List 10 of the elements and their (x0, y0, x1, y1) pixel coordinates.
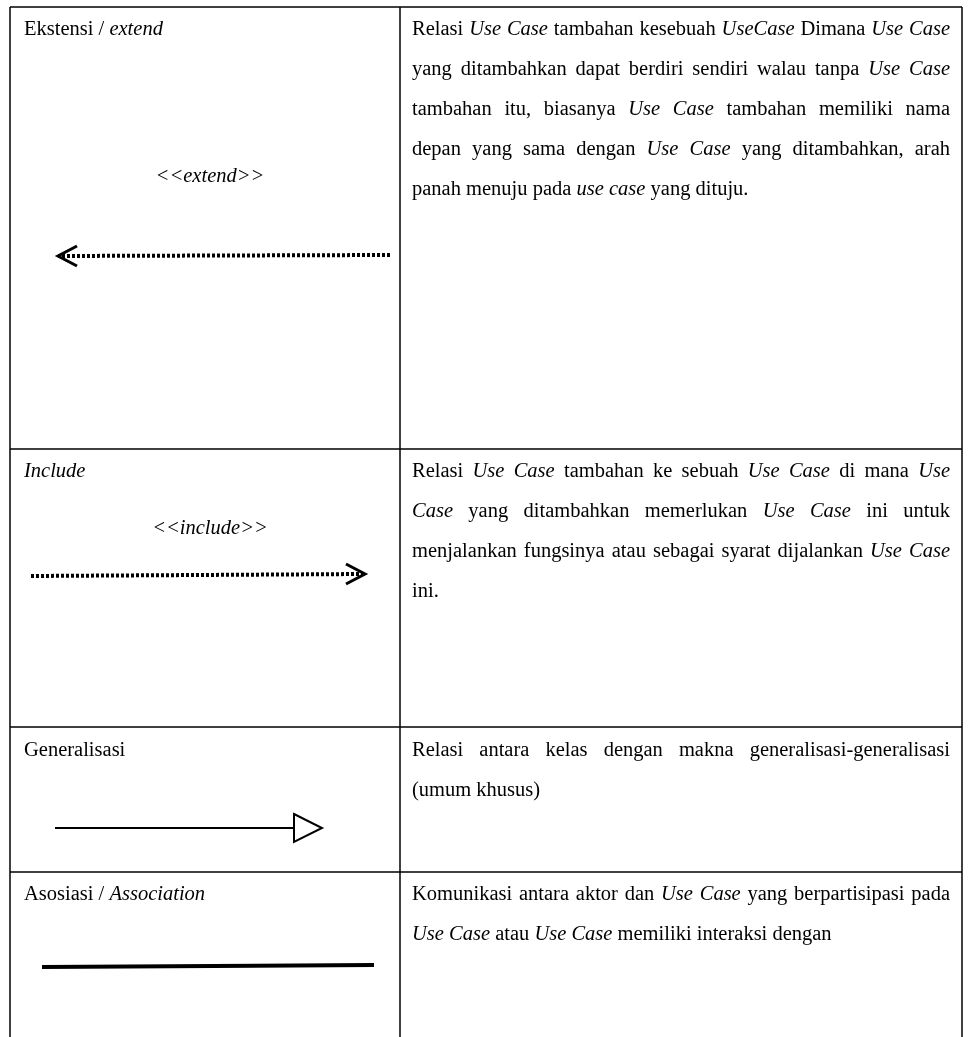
description-text: Komunikasi antara aktor dan Use Case yang berpartisipasi pada Use Case atau Use Case memiliki interaksi dengan (412, 881, 950, 947)
description-text: Relasi antara kelas dengan makna generalisasi-generalisasi (umum khusus) (412, 737, 950, 803)
description-text: Relasi Use Case tambahan ke sebuah Use Case di mana Use Case yang ditambahkan memerlukan Use Case ini untuk menjalankan fungsinya atau sebagai syarat dijalankan Use Case ini. (412, 458, 950, 603)
row-heading: Include (24, 458, 87, 483)
row-heading: Generalisasi (24, 737, 127, 762)
row-heading: Asosiasi / Association (24, 881, 207, 906)
description-text: Relasi Use Case tambahan kesebuah UseCase Dimana Use Case yang ditambahkan dapat berdiri sendiri walau tanpa Use Case tambahan itu, biasanya Use Case tambahan memiliki nama depan yang sama dengan Use Case yang ditambahkan, arah panah menuju pada use case yang dituju. (412, 16, 950, 202)
row-heading: Ekstensi / extend (24, 16, 164, 41)
stereotype-label: <<include>> (151, 515, 269, 540)
stereotype-label: <<extend>> (154, 163, 266, 188)
